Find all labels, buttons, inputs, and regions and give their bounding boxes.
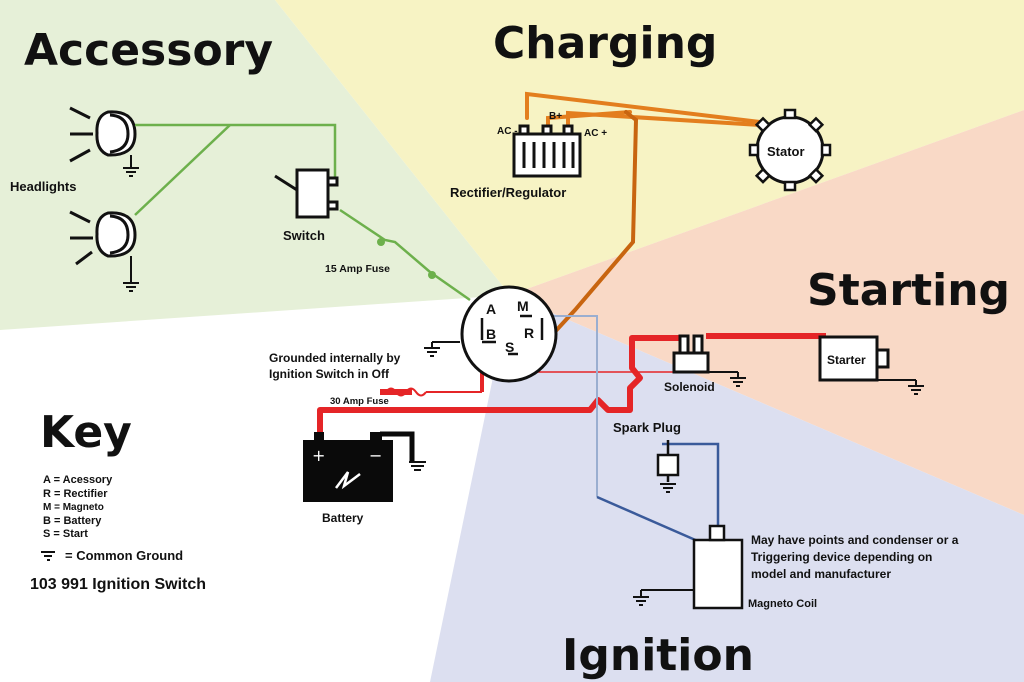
key-item: A = Acessory — [43, 474, 113, 486]
ignition-wire — [596, 442, 720, 544]
terminal-r: R — [524, 325, 534, 341]
headlight-1 — [69, 106, 137, 163]
fuse-15-label: 15 Amp Fuse — [325, 263, 390, 275]
spark-plug-label: Spark Plug — [613, 420, 681, 435]
coil-note-line-1: May have points and condenser or a — [751, 533, 959, 547]
magneto-coil — [692, 524, 744, 610]
ground-symbol — [123, 256, 139, 292]
b-plus-label: B+ — [549, 111, 562, 122]
key-item: B = Battery — [43, 515, 102, 527]
key-item: S = Start — [43, 528, 88, 540]
key-item: M = Magneto — [43, 502, 104, 513]
ac-minus-label: AC - — [497, 126, 518, 137]
battery-minus: − — [369, 446, 382, 465]
battery — [303, 431, 415, 502]
ground-symbol — [660, 483, 676, 493]
terminal-a: A — [486, 301, 496, 317]
ground-symbol — [424, 341, 460, 357]
accessory-wire — [134, 123, 471, 302]
fuse-15-terminal — [377, 238, 385, 246]
solenoid — [672, 334, 710, 374]
coil-note-line-2: Triggering device depending on — [751, 550, 932, 564]
terminal-s: S — [505, 339, 514, 355]
ignition-title: Ignition — [562, 630, 754, 681]
ground-symbol — [41, 551, 55, 561]
starter-label: Starter — [827, 353, 866, 367]
terminal-b: B — [486, 326, 496, 342]
charging-wire — [538, 110, 639, 350]
accessory-switch — [274, 168, 339, 219]
key-ground: = Common Ground — [65, 548, 183, 563]
ignition-switch — [460, 285, 558, 383]
terminal-m: M — [517, 298, 529, 314]
charging-wire — [525, 91, 762, 129]
ground-symbol — [877, 379, 924, 395]
grounded-note-line-2: Ignition Switch in Off — [269, 367, 390, 381]
headlights-label: Headlights — [10, 179, 76, 194]
key-item: R = Rectifier — [43, 488, 108, 500]
ignition-region — [430, 295, 1024, 682]
coil-note-line-3: model and manufacturer — [751, 567, 891, 581]
accessory-title: Accessory — [24, 25, 273, 76]
key-title: Key — [40, 407, 132, 458]
magneto-coil-label: Magneto Coil — [748, 598, 817, 610]
starting-title: Starting — [807, 265, 1010, 316]
key-part-number: 103 991 Ignition Switch — [30, 576, 206, 593]
solenoid-label: Solenoid — [664, 380, 715, 394]
switch-label: Switch — [283, 228, 325, 243]
stator-label: Stator — [767, 144, 805, 159]
starting-region — [510, 110, 1024, 515]
stator — [748, 108, 832, 192]
charging-title: Charging — [493, 18, 717, 69]
rectifier-regulator — [512, 124, 582, 178]
spark-plug — [656, 440, 680, 482]
ac-plus-label: AC + — [584, 128, 607, 139]
battery-plus: + — [312, 446, 325, 465]
charging-region — [275, 0, 1024, 295]
rectifier-label: Rectifier/Regulator — [450, 185, 566, 200]
magneto-wire — [543, 315, 598, 497]
ground-symbol — [123, 155, 139, 177]
ground-symbol — [708, 371, 746, 387]
grounded-note-line-1: Grounded internally by — [269, 351, 401, 365]
battery-label: Battery — [322, 511, 364, 525]
fuse-15-terminal — [428, 271, 436, 279]
starter-motor — [818, 335, 890, 382]
headlight-2 — [69, 210, 137, 266]
fuse-30-label: 30 Amp Fuse — [330, 396, 389, 407]
ground-symbol — [409, 461, 426, 471]
ground-symbol — [633, 589, 694, 606]
